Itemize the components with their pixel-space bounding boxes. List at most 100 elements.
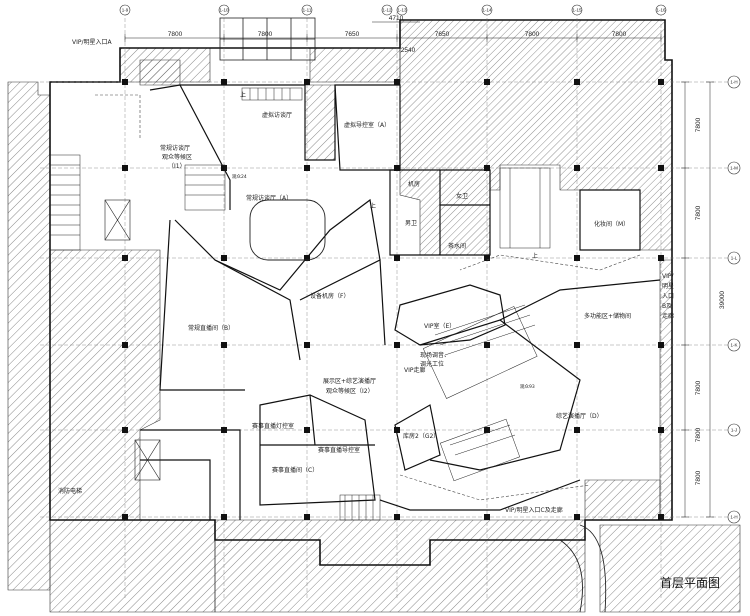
- dimension-text: 39000: [719, 291, 726, 309]
- axis-bubbles-right: 1-H 1-M 1-L 1-K 1-J 1-H: [727, 75, 741, 524]
- outer-walls: [49, 19, 673, 566]
- label-makeup-room: 化妆间（M）: [594, 220, 629, 228]
- axis-lines: [40, 12, 740, 600]
- dimension-text: 7800: [695, 427, 702, 442]
- axis-label: 1-15: [572, 8, 582, 13]
- label-variety-studio: 综艺演播厅（D）: [556, 412, 603, 420]
- axis-bubble: 1-12: [381, 4, 393, 16]
- dimension-text: 7650: [435, 31, 450, 38]
- axis-bubble: 1-J: [727, 423, 741, 437]
- axis-label: 1-J: [731, 428, 737, 433]
- label-equipment-room: 设备机房（F）: [310, 292, 349, 300]
- label-waiting-a1: 常规访谈厅: [160, 144, 190, 152]
- label-tuning-1: 现场调音、: [420, 351, 450, 359]
- label-multifunction: 多功能区+储物间: [584, 312, 631, 320]
- room-labels: VIP/明星入口A 虚拟访谈厅 虚拟导控室（A） 常规访谈厅 观众等候区 （I1…: [58, 39, 674, 514]
- top-dimension-line: [124, 21, 662, 42]
- label-fire-elevator: 消防电梯: [58, 487, 82, 495]
- label-tuning-2: 调光工位: [420, 360, 444, 368]
- label-storage-g2: 库房2（G2）: [403, 432, 439, 440]
- stairs: [49, 87, 551, 521]
- seating-blocks: [184, 164, 538, 482]
- curved-wall: [559, 539, 583, 613]
- label-stair-up: 上: [370, 202, 376, 210]
- label-exhibit-2: 观众等候区（I2）: [326, 387, 374, 395]
- axis-label: 1-16: [656, 8, 666, 13]
- label-virtual-interview: 虚拟访谈厅: [262, 111, 292, 119]
- axis-label: 1-H: [730, 515, 737, 520]
- axis-bubble: 1-L: [727, 251, 741, 265]
- axis-label: 1-L: [731, 256, 738, 261]
- axis-bubble: 1-13: [396, 4, 408, 16]
- axis-bubble: 1-K: [727, 338, 741, 352]
- axis-bubble: 1-10: [218, 4, 230, 16]
- label-vip-entrance-c: VIP/明星入口C及走廊: [505, 506, 563, 514]
- dimension-text: 7800: [695, 470, 702, 485]
- axis-label: 1-10: [219, 8, 229, 13]
- label-light-control: 赛事直播灯控室: [252, 422, 294, 430]
- axis-bubble: 1-H: [727, 75, 741, 89]
- dimension-text: 7800: [695, 205, 702, 220]
- dimension-text: 7650: [345, 31, 360, 38]
- label-men-wc: 男卫: [405, 220, 417, 227]
- label-stair-up: 上: [240, 91, 246, 99]
- columns: [122, 79, 664, 520]
- label-waiting-a2: 观众等候区: [162, 153, 192, 161]
- label-vip-b-2: 明星: [662, 283, 674, 290]
- axis-bubble: 1-14: [481, 4, 493, 16]
- dimension-text: 7800: [258, 31, 273, 38]
- dimension-text: 7800: [695, 117, 702, 132]
- label-virtual-control: 虚拟导控室（A）: [344, 121, 390, 129]
- dimension-text: 7800: [168, 31, 183, 38]
- interview-table: [249, 199, 326, 261]
- skylight-grid: [219, 17, 316, 61]
- axis-bubble: 1-11: [301, 4, 313, 16]
- label-event-live: 赛事直播间（C）: [272, 466, 318, 474]
- axis-label: 1-12: [382, 8, 392, 13]
- axis-bubble: 1-H: [727, 510, 741, 524]
- label-event-control: 赛事直播导控室: [318, 446, 360, 454]
- axis-label: 1-9: [122, 8, 129, 13]
- axis-label: 1-13: [397, 8, 407, 13]
- axis-label: 1-14: [482, 8, 492, 13]
- label-interview-a: 常规访谈厅（A）: [246, 194, 292, 202]
- label-seat-count: 观众24: [232, 174, 247, 180]
- dimension-text: 7800: [612, 31, 627, 38]
- interior-walls: [140, 84, 661, 520]
- label-vip-room-e: VIP室（E）: [424, 322, 455, 330]
- curved-wall: [579, 524, 607, 613]
- elevators: [104, 199, 161, 481]
- axis-bubble: 1-16: [655, 4, 667, 16]
- axis-label: 1-K: [730, 343, 737, 348]
- dimension-text: 7800: [695, 380, 702, 395]
- axis-bubble: 1-9: [119, 4, 131, 16]
- right-dimension-line: [681, 81, 714, 518]
- label-seat-count: 观众93: [520, 384, 535, 390]
- dimension-text: 2540: [401, 47, 416, 54]
- label-vip-b-5: 走廊: [662, 312, 674, 320]
- label-waiting-a3: （I1）: [168, 163, 186, 170]
- label-vip-corridor: VIP走廊: [404, 366, 426, 374]
- dimension-text: 7800: [525, 31, 540, 38]
- label-women-wc: 女卫: [456, 192, 468, 200]
- dimension-text: 4710: [389, 15, 404, 22]
- axis-bubble: 1-15: [571, 4, 583, 16]
- label-vip-entrance-a: VIP/明星入口A: [72, 39, 113, 46]
- circulation-paths: [95, 94, 641, 501]
- label-exhibit-1: 展示区+综艺演播厅: [323, 377, 376, 385]
- drawing-caption: 首层平面图: [660, 576, 721, 590]
- label-vip-b-4: B及: [662, 303, 672, 310]
- label-tea-room: 茶水间: [448, 242, 466, 250]
- label-vip-b-3: 入口: [662, 293, 674, 300]
- label-machine-room: 机房: [408, 180, 420, 188]
- axis-bubble: 1-M: [727, 161, 741, 175]
- axis-label: 1-11: [303, 8, 312, 13]
- label-vip-b-1: VIP/: [662, 273, 674, 280]
- label-stair-up: 上: [532, 252, 538, 260]
- hatched-zones: [7, 19, 741, 613]
- axis-bubbles-top: 1-9 1-10 1-11 1-12 1-13 1-14 1-15 1-16: [119, 4, 667, 16]
- axis-label: 1-M: [730, 166, 738, 171]
- axis-label: 1-H: [730, 80, 737, 85]
